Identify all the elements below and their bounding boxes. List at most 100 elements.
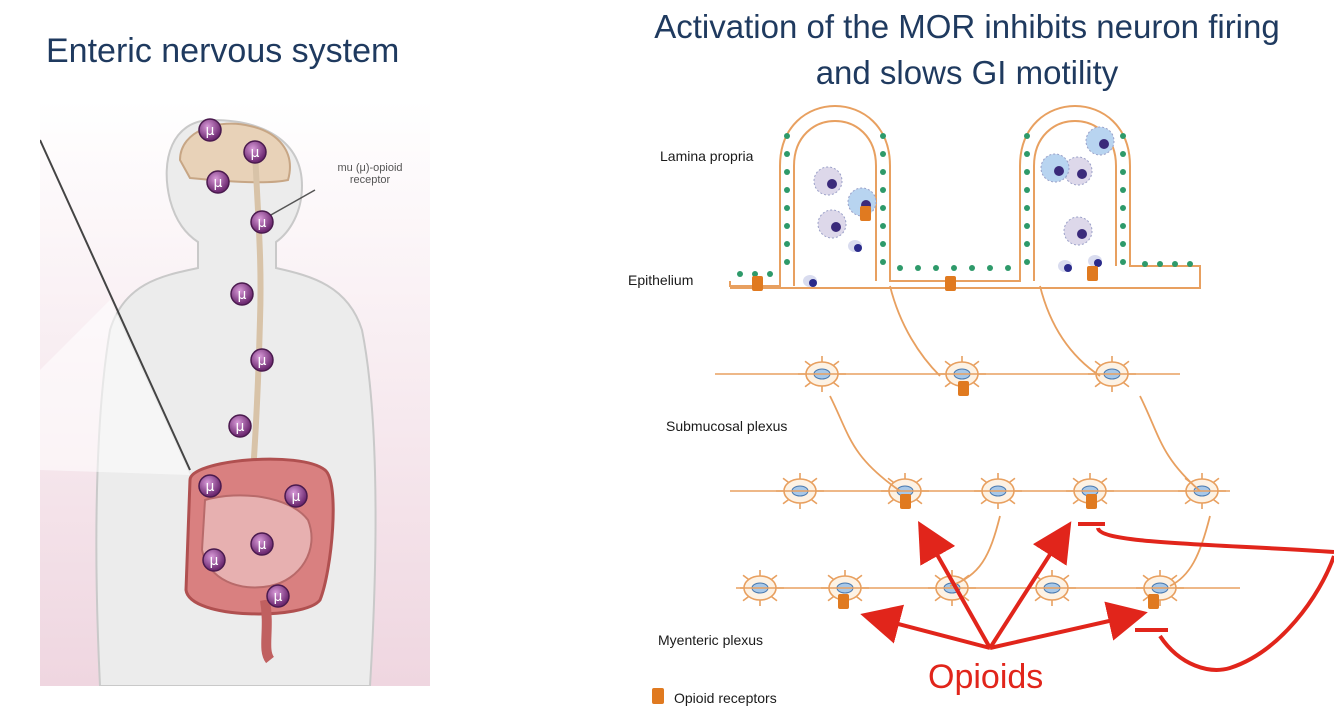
epithelial-nucleus — [880, 169, 886, 175]
mu-symbol: μ — [214, 175, 223, 191]
epithelium-label: Epithelium — [628, 272, 694, 288]
opioid-receptors-legend-label: Opioid receptors — [674, 690, 777, 706]
mu-receptor-icon: μ — [206, 170, 230, 194]
mu-symbol: μ — [210, 553, 219, 569]
epithelial-nucleus — [1024, 169, 1030, 175]
mu-symbol: μ — [236, 419, 245, 435]
immune-cell — [1058, 260, 1072, 272]
immune-cell — [1063, 216, 1093, 246]
myenteric-plexus-label: Myenteric plexus — [658, 632, 764, 648]
left-title: Enteric nervous system — [46, 32, 400, 70]
mu-symbol: μ — [258, 353, 267, 369]
epithelial-nucleus — [1120, 259, 1126, 265]
epithelial-nucleus — [1024, 133, 1030, 139]
epithelial-nucleus — [1120, 223, 1126, 229]
right-title-line2: and slows GI motility — [815, 54, 1119, 91]
epithelial-nucleus — [1024, 223, 1030, 229]
epithelial-nucleus — [784, 151, 790, 157]
epithelial-nucleus — [784, 259, 790, 265]
mu-receptor-icon: μ — [202, 548, 226, 572]
opioid-receptor — [945, 276, 956, 291]
epithelial-nucleus — [1024, 241, 1030, 247]
mu-receptor-icon: μ — [266, 584, 290, 608]
opioids-label: Opioids — [928, 658, 1044, 696]
lamina-propria-label: Lamina propria — [660, 148, 754, 164]
immune-cell — [1085, 126, 1115, 156]
epithelial-nucleus — [767, 271, 773, 277]
epithelium-cells — [737, 133, 1193, 277]
epithelial-nucleus — [1024, 187, 1030, 193]
opioid-receptor — [838, 594, 849, 609]
epithelial-nucleus — [784, 133, 790, 139]
mu-receptor-icon: μ — [250, 532, 274, 556]
epithelial-nucleus — [880, 133, 886, 139]
mu-symbol: μ — [258, 537, 267, 553]
opioid-receptor — [860, 206, 871, 221]
rectum — [260, 599, 275, 664]
mu-symbol: μ — [206, 479, 215, 495]
mu-receptor-icon: μ — [250, 348, 274, 372]
epithelial-nucleus — [1120, 133, 1126, 139]
epithelial-nucleus — [880, 205, 886, 211]
epithelial-nucleus — [1024, 151, 1030, 157]
epithelial-nucleus — [1120, 241, 1126, 247]
pointer-line — [40, 139, 191, 471]
epithelial-nucleus — [1024, 205, 1030, 211]
epithelial-nucleus — [897, 265, 903, 271]
mu-receptor-icon: μ — [230, 282, 254, 306]
opioid-receptor-legend-icon — [652, 688, 664, 704]
epithelial-nucleus — [752, 271, 758, 277]
epithelial-nucleus — [987, 265, 993, 271]
mu-receptor-label-line1: mu (μ)-opioid — [337, 162, 403, 174]
epithelial-nucleus — [1005, 265, 1011, 271]
epithelial-nucleus — [1187, 261, 1193, 267]
immune-cell — [1063, 156, 1093, 186]
immune-cell — [817, 209, 847, 239]
epithelial-nucleus — [1120, 151, 1126, 157]
epithelial-nucleus — [880, 151, 886, 157]
epithelial-nucleus — [784, 187, 790, 193]
mu-receptor-icon: μ — [250, 210, 274, 234]
opioid-receptor — [1148, 594, 1159, 609]
mu-symbol: μ — [251, 145, 260, 161]
opioid-receptor — [1086, 494, 1097, 509]
mu-receptor-icon: μ — [198, 118, 222, 142]
highlight-cone — [40, 300, 190, 475]
epithelial-nucleus — [1120, 169, 1126, 175]
immune-cell — [813, 166, 843, 196]
immune-cell — [1040, 153, 1070, 183]
immune-cell — [1088, 255, 1102, 267]
epithelial-nucleus — [915, 265, 921, 271]
mu-receptor-icon: μ — [243, 140, 267, 164]
mu-receptor-icon: μ — [228, 414, 252, 438]
epithelial-nucleus — [933, 265, 939, 271]
epithelial-nucleus — [1024, 259, 1030, 265]
opioid-receptor — [900, 494, 911, 509]
epithelial-nucleus — [1120, 187, 1126, 193]
opioid-receptor — [752, 276, 763, 291]
connecting-fibers — [829, 285, 1211, 587]
epithelial-nucleus — [784, 169, 790, 175]
opioid-receptor — [1087, 266, 1098, 281]
epithelial-nucleus — [880, 241, 886, 247]
mu-symbol: μ — [274, 589, 283, 605]
epithelial-nucleus — [784, 223, 790, 229]
opioid-receptor — [958, 381, 969, 396]
epithelial-nucleus — [1120, 205, 1126, 211]
mu-symbol: μ — [292, 489, 301, 505]
epithelial-nucleus — [1142, 261, 1148, 267]
epithelial-nucleus — [1172, 261, 1178, 267]
mu-symbol: μ — [238, 287, 247, 303]
gi-wall-diagram — [652, 105, 1334, 704]
immune-cells — [803, 126, 1115, 287]
receptor-squares — [752, 206, 1159, 609]
villi — [729, 105, 1201, 289]
epithelial-nucleus — [880, 187, 886, 193]
immune-cell — [848, 240, 862, 252]
inhibition-marks — [1078, 522, 1334, 672]
neurons — [715, 356, 1240, 606]
epithelial-nucleus — [880, 259, 886, 265]
receptor-markers: μ μ μ μ μ μ μ μ μ μ μ μ — [198, 118, 308, 608]
opioid-arrows — [860, 521, 1148, 650]
mu-symbol: μ — [258, 215, 267, 231]
